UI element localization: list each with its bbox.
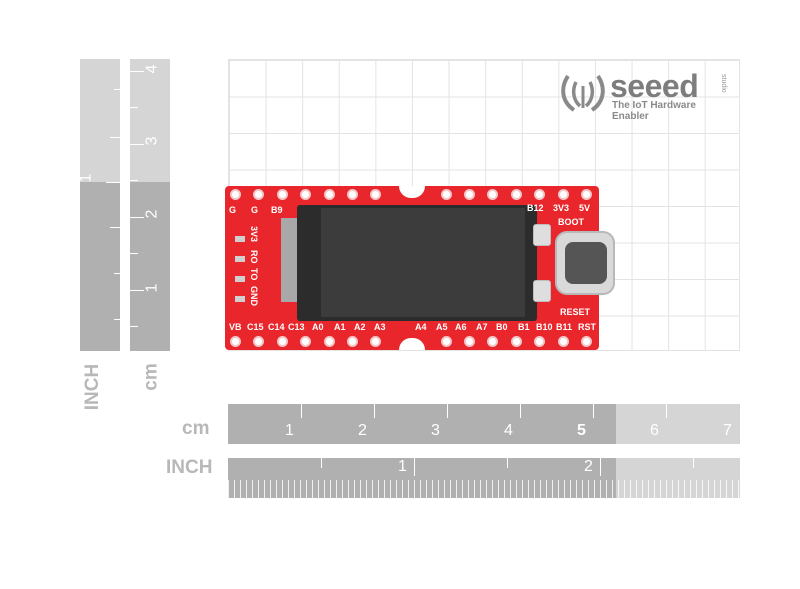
seeed-logo-icon <box>561 74 605 112</box>
horizontal-inch-ruler: 1 2 <box>228 458 740 498</box>
silk-label-bottom: B10 <box>536 322 553 332</box>
top-pin-pad <box>276 189 288 200</box>
top-pin-pad <box>464 189 475 200</box>
silk-label-bottom: B0 <box>496 322 508 332</box>
vertical-cm-ruler: 1 2 3 4 <box>130 59 170 351</box>
top-pin-pad <box>323 189 335 200</box>
silk-label-b12: B12 <box>527 203 544 213</box>
vertical-cm-number-1: 1 <box>143 283 161 293</box>
silk-label-g1: G <box>229 205 237 215</box>
vertical-inch-number: 1 <box>77 173 95 183</box>
pcb-board: G G B9 B12 3V3 5V BOOT RESET 3V3 RO TO G… <box>225 186 615 350</box>
silk-label-side-gnd: GND <box>249 286 259 306</box>
silk-label-3v3: 3V3 <box>553 203 570 213</box>
horizontal-cm-number-1: 1 <box>285 422 294 439</box>
horizontal-cm-number-6: 6 <box>650 422 659 439</box>
silk-label-side-3v3: 3V3 <box>249 226 259 243</box>
silk-label-bottom: C14 <box>268 322 285 332</box>
horizontal-cm-number-5: 5 <box>577 422 586 439</box>
silk-label-bottom: C15 <box>247 322 264 332</box>
top-pin-pad <box>557 189 569 200</box>
horizontal-inch-number-1: 1 <box>398 458 407 475</box>
silk-label-boot: BOOT <box>558 217 584 227</box>
bottom-pin-pad <box>253 336 265 347</box>
top-pin-pad <box>253 189 265 200</box>
horizontal-cm-number-2: 2 <box>358 422 367 439</box>
vertical-cm-label: cm <box>140 363 162 391</box>
vertical-cm-number-3: 3 <box>143 136 161 146</box>
reset-button[interactable] <box>533 280 551 302</box>
vertical-cm-number-2: 2 <box>143 209 161 219</box>
side-labels: 3V3 RO TO GND <box>247 226 261 308</box>
top-pin-pad <box>230 189 241 200</box>
top-pin-pad <box>487 189 499 200</box>
bottom-pin-pad <box>370 336 382 347</box>
silk-label-side-to: TO <box>249 268 259 281</box>
silk-label-reset: RESET <box>560 307 591 317</box>
silk-label-bottom: A3 <box>374 322 386 332</box>
horizontal-cm-number-4: 4 <box>504 422 513 439</box>
silk-label-5v: 5V <box>579 203 591 213</box>
silk-label-side-ro: RO <box>249 250 259 264</box>
top-pin-pad <box>300 189 312 200</box>
silk-label-bottom: C13 <box>288 322 305 332</box>
horizontal-cm-number-3: 3 <box>431 422 440 439</box>
silk-label-bottom: B11 <box>556 322 573 332</box>
bottom-pin-pad <box>487 336 499 347</box>
bottom-pin-pad <box>300 336 312 347</box>
seeed-logo: seeed The IoT Hardware Enabler studio <box>560 68 730 122</box>
silk-label-bottom: VB <box>229 322 242 332</box>
horizontal-cm-number-7: 7 <box>723 422 732 439</box>
bottom-pin-pad <box>230 336 241 347</box>
bottom-pin-pad <box>534 336 546 347</box>
logo-tagline: The IoT Hardware Enabler <box>612 100 696 122</box>
silk-label-bottom: A0 <box>312 322 324 332</box>
top-pin-pad <box>581 189 592 200</box>
lcd-display <box>321 208 525 317</box>
silk-label-bottom: A2 <box>354 322 366 332</box>
horizontal-inch-number-2: 2 <box>584 458 593 475</box>
silk-label-bottom: A4 <box>415 322 427 332</box>
bottom-pin-pad <box>323 336 335 347</box>
vertical-inch-label: INCH <box>82 363 104 411</box>
boot-button[interactable] <box>533 224 551 246</box>
logo-studio-text: studio <box>720 74 727 93</box>
horizontal-cm-ruler: 1 2 3 4 5 6 7 <box>228 404 740 444</box>
top-pin-pad <box>440 189 452 200</box>
vertical-inch-ruler: 1 <box>77 59 120 351</box>
bottom-pin-pad <box>440 336 452 347</box>
silk-label-g2: G <box>251 205 259 215</box>
bottom-pin-pad <box>347 336 358 347</box>
top-pin-pad <box>510 189 522 200</box>
top-pin-pad <box>534 189 546 200</box>
silk-label-bottom: A5 <box>436 322 448 332</box>
vertical-cm-number-4: 4 <box>143 64 161 74</box>
bottom-pin-pad <box>464 336 475 347</box>
top-pin-pad <box>370 189 382 200</box>
usb-c-slot <box>565 242 607 284</box>
logo-brand-text: seeed <box>610 68 699 104</box>
silk-label-bottom: RST <box>578 322 596 332</box>
horizontal-inch-label: INCH <box>166 457 213 478</box>
bottom-pin-pad <box>581 336 592 347</box>
silk-label-bottom: A1 <box>334 322 346 332</box>
bottom-pin-pad <box>276 336 288 347</box>
horizontal-cm-label: cm <box>182 418 210 439</box>
silk-label-b9: B9 <box>271 205 283 215</box>
bottom-pin-pad <box>510 336 522 347</box>
silk-label-bottom: A7 <box>476 322 488 332</box>
bottom-pin-pad <box>557 336 569 347</box>
silk-label-bottom: A6 <box>455 322 467 332</box>
top-pin-pad <box>347 189 358 200</box>
silk-label-bottom: B1 <box>518 322 530 332</box>
